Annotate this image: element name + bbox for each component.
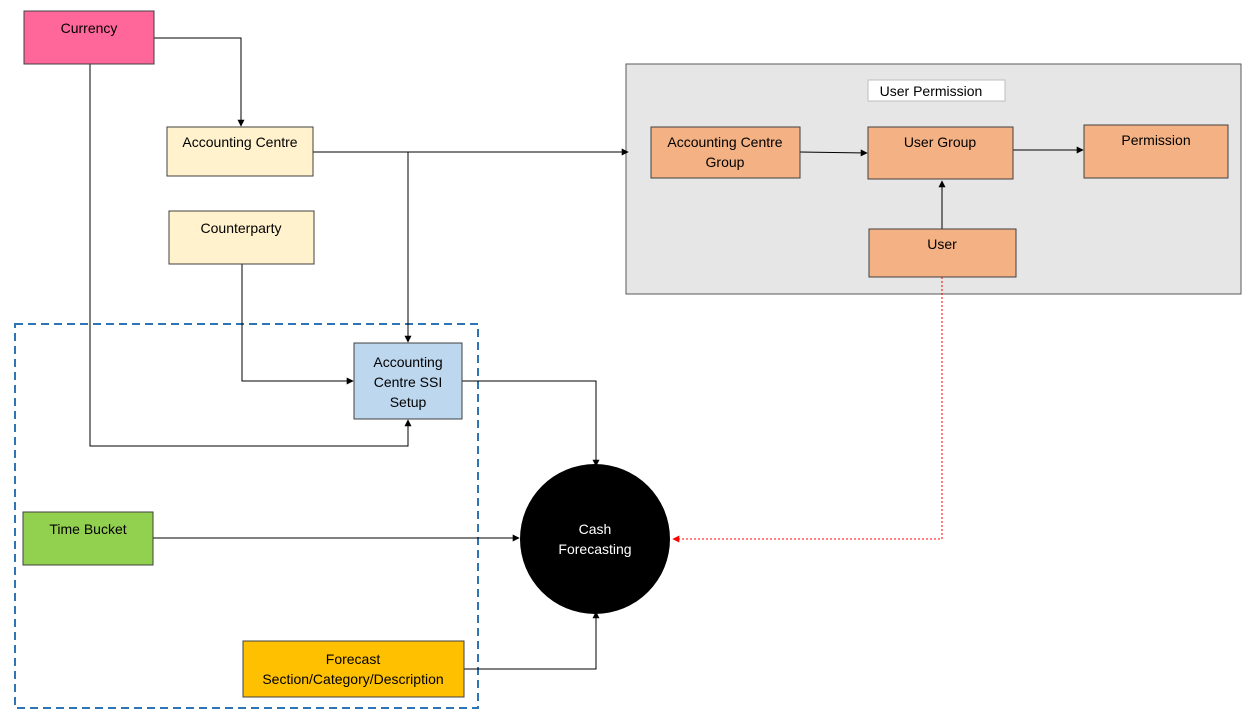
user-label: User <box>927 236 957 252</box>
node-user: User <box>868 228 1017 278</box>
node-ac-group: Accounting Centre Group <box>650 126 801 179</box>
permission-box <box>1083 124 1229 179</box>
currency-label: Currency <box>61 20 118 36</box>
accounting-centre-box <box>166 126 314 177</box>
permission-label: Permission <box>1121 132 1190 148</box>
user-group-label: User Group <box>904 134 977 150</box>
cash-forecasting-circle <box>520 464 670 614</box>
counterparty-label: Counterparty <box>201 220 282 236</box>
cash-forecasting-line-2: Forecasting <box>558 541 631 557</box>
node-cash-forecasting: Cash Forecasting <box>520 464 670 614</box>
node-counterparty: Counterparty <box>168 210 315 265</box>
counterparty-box <box>168 210 315 265</box>
node-permission: Permission <box>1083 124 1229 179</box>
ssi-setup-box <box>353 342 463 420</box>
node-accounting-centre: Accounting Centre <box>166 126 314 177</box>
node-forecast: Forecast Section/Category/Description <box>242 640 465 698</box>
ac-group-line-2: Group <box>706 154 745 170</box>
ac-group-line-1: Accounting Centre <box>667 134 782 150</box>
edge-currency-to-accounting-centre <box>154 37 245 127</box>
ssi-setup-line-1: Accounting <box>373 354 442 370</box>
user-permission-title-box <box>867 79 1006 102</box>
ssi-setup-line-2: Centre SSI <box>374 374 442 390</box>
forecast-box <box>242 640 465 698</box>
forecast-line-1: Forecast <box>326 651 381 667</box>
time-bucket-box <box>22 511 154 566</box>
node-user-group: User Group <box>867 126 1014 180</box>
forecast-line-2: Section/Category/Description <box>262 671 443 687</box>
edge-ac-group-to-user-group <box>799 149 868 157</box>
cash-forecasting-line-1: Cash <box>579 521 612 537</box>
edge-user-to-cash-forecasting-dotted <box>672 277 943 543</box>
ac-group-box <box>650 126 801 179</box>
dashed-boundary <box>14 323 479 709</box>
node-currency: Currency <box>23 10 155 65</box>
accounting-centre-label: Accounting Centre <box>182 134 297 150</box>
currency-box <box>23 10 155 65</box>
node-ssi-setup: Accounting Centre SSI Setup <box>353 342 463 420</box>
node-time-bucket: Time Bucket <box>22 511 154 566</box>
user-group-box <box>867 126 1014 180</box>
edge-forecast-to-cash-forecasting <box>464 611 600 670</box>
edge-counterparty-to-ssi-setup <box>241 264 354 385</box>
user-permission-title: User Permission <box>880 83 983 99</box>
ssi-setup-line-3: Setup <box>390 394 427 410</box>
edge-ssi-setup-to-cash-forecasting <box>462 380 600 467</box>
user-box <box>868 228 1017 278</box>
edge-currency-to-ssi-setup <box>89 64 412 447</box>
connectors <box>89 37 1084 670</box>
time-bucket-label: Time Bucket <box>49 521 126 537</box>
